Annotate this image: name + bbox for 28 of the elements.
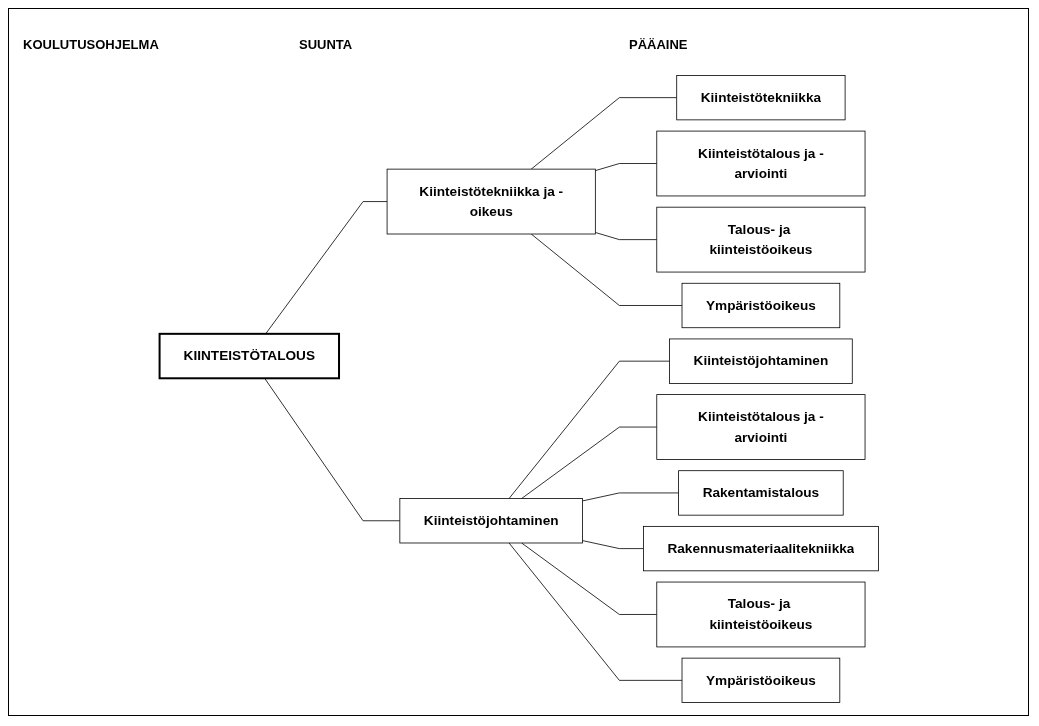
connector — [264, 377, 401, 522]
connector — [521, 542, 658, 615]
node-box: Kiinteistöjohtaminen — [399, 498, 583, 544]
column-heading: KOULUTUSOHJELMA — [23, 37, 159, 52]
node-box: Kiinteistöjohtaminen — [669, 338, 853, 384]
node-box: Talous- ja kiinteistöoikeus — [656, 581, 866, 648]
node-box: KIINTEISTÖTALOUS — [158, 332, 340, 380]
node-box: Kiinteistötalous ja -arviointi — [656, 394, 866, 460]
connector — [594, 163, 658, 172]
connector — [530, 233, 683, 306]
connector — [582, 540, 644, 549]
connector — [508, 360, 670, 499]
node-box: Rakentamistalous — [678, 470, 844, 516]
connector — [530, 97, 678, 170]
connector — [582, 492, 679, 502]
connector — [594, 232, 658, 240]
node-box: Kiinteistötalous ja -arviointi — [656, 130, 866, 197]
connector — [508, 542, 683, 681]
node-box: Kiinteistötekniikka ja -oikeus — [386, 168, 596, 235]
node-box: Ympäristöoikeus — [681, 657, 841, 703]
connector — [265, 201, 388, 335]
node-box: Talous- ja kiinteistöoikeus — [656, 206, 866, 273]
column-heading: SUUNTA — [299, 37, 353, 52]
node-box: Rakennusmateriaalitekniikka — [643, 525, 879, 572]
column-heading: PÄÄAINE — [629, 37, 688, 52]
node-box: Kiinteistötekniikka — [676, 75, 846, 121]
node-box: Ympäristöoikeus — [681, 282, 841, 329]
connector — [521, 426, 658, 499]
